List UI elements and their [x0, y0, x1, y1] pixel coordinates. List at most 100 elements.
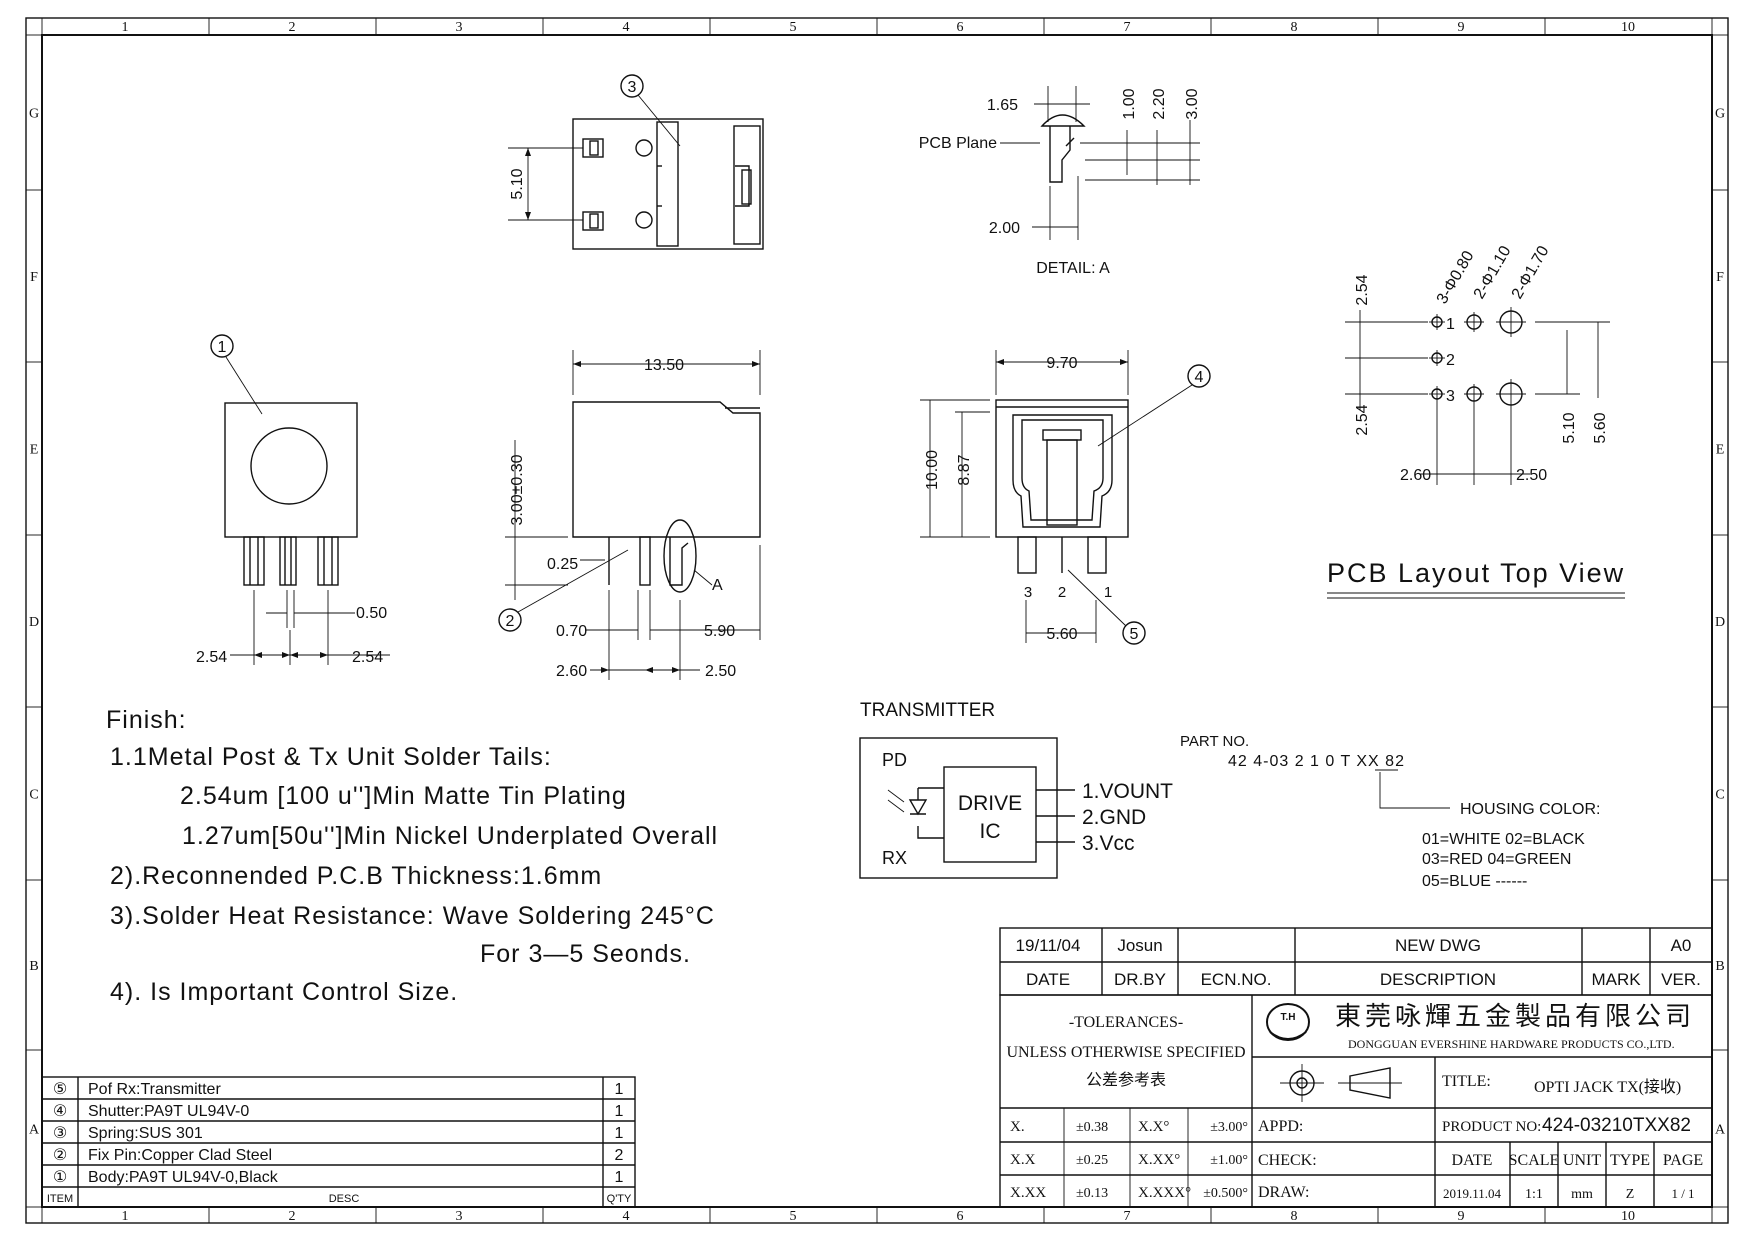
pcb-plane-label: PCB Plane: [919, 135, 997, 152]
row-left-D: D: [29, 615, 39, 630]
column-top-9: 9: [1458, 20, 1465, 35]
front-dim-right: 2.54: [352, 649, 383, 666]
column-bottom-2: 2: [289, 1209, 296, 1224]
pcb-pin-1: 1: [1446, 316, 1455, 333]
side-dim-height: 3.00±0.30: [509, 454, 526, 525]
chip-line-1: DRIVE: [958, 792, 1022, 815]
val-date: 2019.11.04: [1443, 1186, 1502, 1201]
head-date: DATE: [1452, 1152, 1493, 1169]
column-top-4: 4: [623, 20, 630, 35]
column-top-7: 7: [1124, 20, 1131, 35]
pd-label: PD: [882, 750, 907, 770]
bom-desc: Body:PA9T UL94V-0,Black: [88, 1169, 279, 1186]
tol-a: X.: [1010, 1119, 1025, 1135]
balloon-4: 4: [1195, 369, 1204, 386]
title-block: -TOLERANCES- UNLESS OTHERWISE SPECIFIED …: [999, 994, 1713, 1208]
rev-head-ecn: ECN.NO.: [1201, 970, 1272, 989]
pcb-dim-x2: 2.50: [1516, 467, 1547, 484]
top-dim-label: 5.10: [509, 168, 526, 199]
column-top-6: 6: [957, 20, 964, 35]
check-label: CHECK:: [1258, 1152, 1317, 1169]
column-bottom-1: 1: [122, 1209, 129, 1224]
top-view: 5.10 3: [508, 74, 764, 250]
val-type: Z: [1626, 1187, 1635, 1202]
bom-desc: Spring:SUS 301: [88, 1125, 203, 1142]
column-top-10: 10: [1621, 20, 1635, 35]
tol-b: ±0.38: [1076, 1120, 1108, 1135]
head-page: PAGE: [1663, 1152, 1703, 1169]
rev-head-desc: DESCRIPTION: [1380, 970, 1496, 989]
balloon-5: 5: [1130, 626, 1139, 643]
note-5: 3).Solder Heat Resistance: Wave Solderin…: [110, 902, 715, 930]
rev-description: NEW DWG: [1395, 936, 1481, 955]
tol-b: ±0.25: [1076, 1153, 1108, 1168]
part-no-code: 42 4-03 2 1 0 T XX 82: [1228, 753, 1405, 770]
column-top-3: 3: [456, 20, 463, 35]
pcb-layout: 1 2 3 3-Φ0.80 2-Φ1.10 2-Φ1.70 2.54 2.54 …: [1327, 243, 1625, 599]
bom-desc: Pof Rx:Transmitter: [88, 1081, 221, 1098]
head-scale: SCALE: [1509, 1152, 1560, 1169]
pcb-dim-bottom: 2.54: [1354, 404, 1371, 435]
transmitter-schematic: TRANSMITTER PD RX DRIVE IC 1.VOUNT 2.GND…: [859, 700, 1173, 879]
side-dim-b: 5.90: [704, 623, 735, 640]
column-bottom-7: 7: [1124, 1209, 1131, 1224]
tol-title: -TOLERANCES-: [1069, 1014, 1183, 1031]
val-scale: 1:1: [1525, 1187, 1543, 1202]
bom-qty: 1: [615, 1169, 624, 1186]
pcb-layout-title: PCB Layout Top View: [1327, 558, 1625, 588]
row-right-D: D: [1715, 615, 1725, 630]
transmitter-title: TRANSMITTER: [860, 700, 995, 721]
balloon-2: 2: [506, 613, 515, 630]
front-dim-pin: 0.50: [356, 605, 387, 622]
pcb-dim-v1: 5.10: [1561, 412, 1578, 443]
tol-a: X.XX: [1010, 1185, 1046, 1201]
product-label: PRODUCT NO:: [1442, 1119, 1541, 1135]
column-bottom-4: 4: [623, 1209, 630, 1224]
column-bottom-3: 3: [456, 1209, 463, 1224]
pcb-hole-3: 2-Φ1.70: [1509, 243, 1553, 302]
rear-dim-inner: 8.87: [956, 454, 973, 485]
row-left-B: B: [29, 959, 38, 974]
side-dim-d: 2.50: [705, 663, 736, 680]
bom-head-item: ITEM: [47, 1193, 73, 1205]
rear-dim-pitch: 5.60: [1046, 626, 1077, 643]
projection-symbol-icon: [1280, 1064, 1402, 1102]
company-cn: 東莞咏輝五金製品有限公司: [1335, 1001, 1695, 1031]
tol-d: ±3.00°: [1210, 1120, 1248, 1135]
head-type: TYPE: [1610, 1152, 1650, 1169]
bom-qty: 1: [615, 1081, 624, 1098]
company-logo-icon: [1266, 1003, 1310, 1041]
inner-border: [41, 34, 1713, 1208]
bom-item: ④: [53, 1103, 67, 1120]
row-left-E: E: [30, 443, 39, 458]
company-en: DONGGUAN EVERSHINE HARDWARE PRODUCTS CO.…: [1348, 1037, 1675, 1051]
part-no-label: PART NO.: [1180, 733, 1249, 750]
side-dim-c: 2.60: [556, 663, 587, 680]
bom-qty: 2: [615, 1147, 624, 1164]
balloon-1: 1: [218, 339, 227, 356]
side-dim-width: 13.50: [644, 357, 684, 374]
tol-a: X.X: [1010, 1152, 1036, 1168]
column-top-2: 2: [289, 20, 296, 35]
rear-pin-3: 3: [1024, 584, 1032, 601]
detail-d5: 2.00: [989, 220, 1020, 237]
rear-pin-1: 1: [1104, 584, 1112, 601]
bom-item: ②: [53, 1147, 67, 1164]
rev-head-mark: MARK: [1591, 970, 1641, 989]
detail-a: 1.65 PCB Plane 1.00 2.20 3.00 2.00 DETAI…: [919, 86, 1201, 277]
front-dim-left: 2.54: [196, 649, 227, 666]
finish-notes: Finish: 1.1Metal Post & Tx Unit Solder T…: [106, 706, 717, 1006]
tol-subtitle: UNLESS OTHERWISE SPECIFIED: [1006, 1044, 1245, 1061]
tol-c: X.XXX°: [1138, 1185, 1191, 1201]
note-6: For 3—5 Seonds.: [480, 940, 691, 968]
rear-view: 3 2 1 9.70 10.00 8.87 4 5 5.60: [920, 350, 1211, 645]
bom-head-qty: Q'TY: [607, 1193, 632, 1205]
tol-b: ±0.13: [1076, 1186, 1108, 1201]
note-1: 1.1Metal Post & Tx Unit Solder Tails:: [110, 743, 552, 771]
column-top-5: 5: [790, 20, 797, 35]
rev-head-date: DATE: [1026, 970, 1070, 989]
color-line-3: 05=BLUE ------: [1422, 873, 1527, 890]
bom-desc: Shutter:PA9T UL94V-0: [88, 1103, 249, 1120]
